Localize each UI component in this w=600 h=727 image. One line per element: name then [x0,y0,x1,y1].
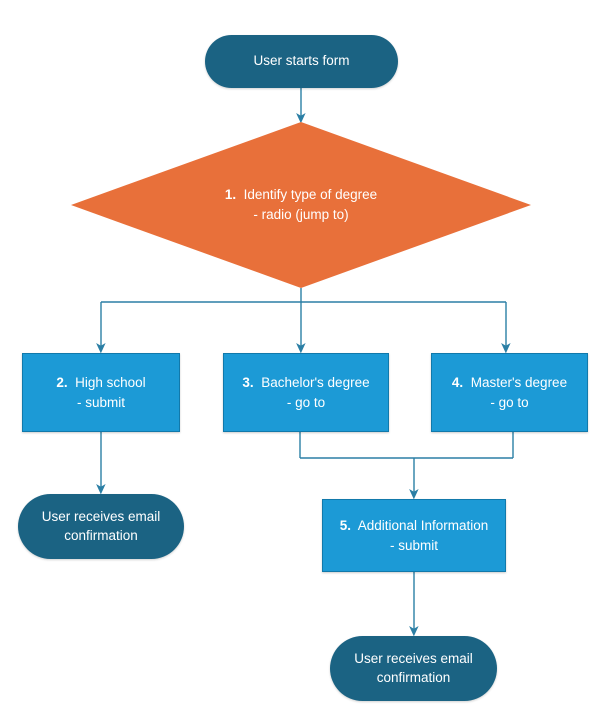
decision-step-number: 1. [224,187,237,203]
node-process-high-school[interactable]: 2. High school - submit [22,353,180,432]
process2-line-1: High school [75,374,146,390]
end-left-line-1: User receives email [41,509,161,525]
process5-line-1: Additional Information [357,517,489,533]
process4-step-number: 4. [451,374,464,390]
node-end-email-confirmation-left[interactable]: User receives email confirmation [18,494,184,559]
process2-step-number: 2. [56,374,68,390]
node-start-label: User starts form [253,53,350,69]
process4-line-2: - go to [490,394,529,410]
process4-line-1: Master's degree [470,374,568,390]
end-left-line-2: confirmation [64,527,138,543]
decision-line-1: Identify type of degree [243,187,378,203]
decision-line-2: - radio (jump to) [253,207,349,222]
process2-line-2: - submit [76,394,125,410]
connector-decision-branch-bus [96,288,511,354]
node-process-bachelors-degree[interactable]: 3. Bachelor's degree - go to [223,353,389,432]
process5-line-2: - submit [389,537,438,553]
end-bottom-line-2: confirmation [376,669,451,685]
node-decision-degree-type[interactable]: 1. Identify type of degree - radio (jump… [71,122,531,288]
node-process-masters-degree[interactable]: 4. Master's degree - go to [431,353,588,432]
process3-step-number: 3. [242,374,254,390]
process5-step-number: 5. [339,517,351,533]
node-start[interactable]: User starts form [205,35,398,88]
end-bottom-line-1: User receives email [354,651,473,667]
node-decision-label: 1. Identify type of degree - radio (jump… [71,122,531,288]
node-end-email-confirmation-bottom[interactable]: User receives email confirmation [330,636,497,701]
node-process-additional-information[interactable]: 5. Additional Information - submit [322,499,506,572]
process3-line-1: Bachelor's degree [261,374,370,390]
connector-merge-to-process5 [299,432,514,500]
process3-line-2: - go to [286,394,326,410]
